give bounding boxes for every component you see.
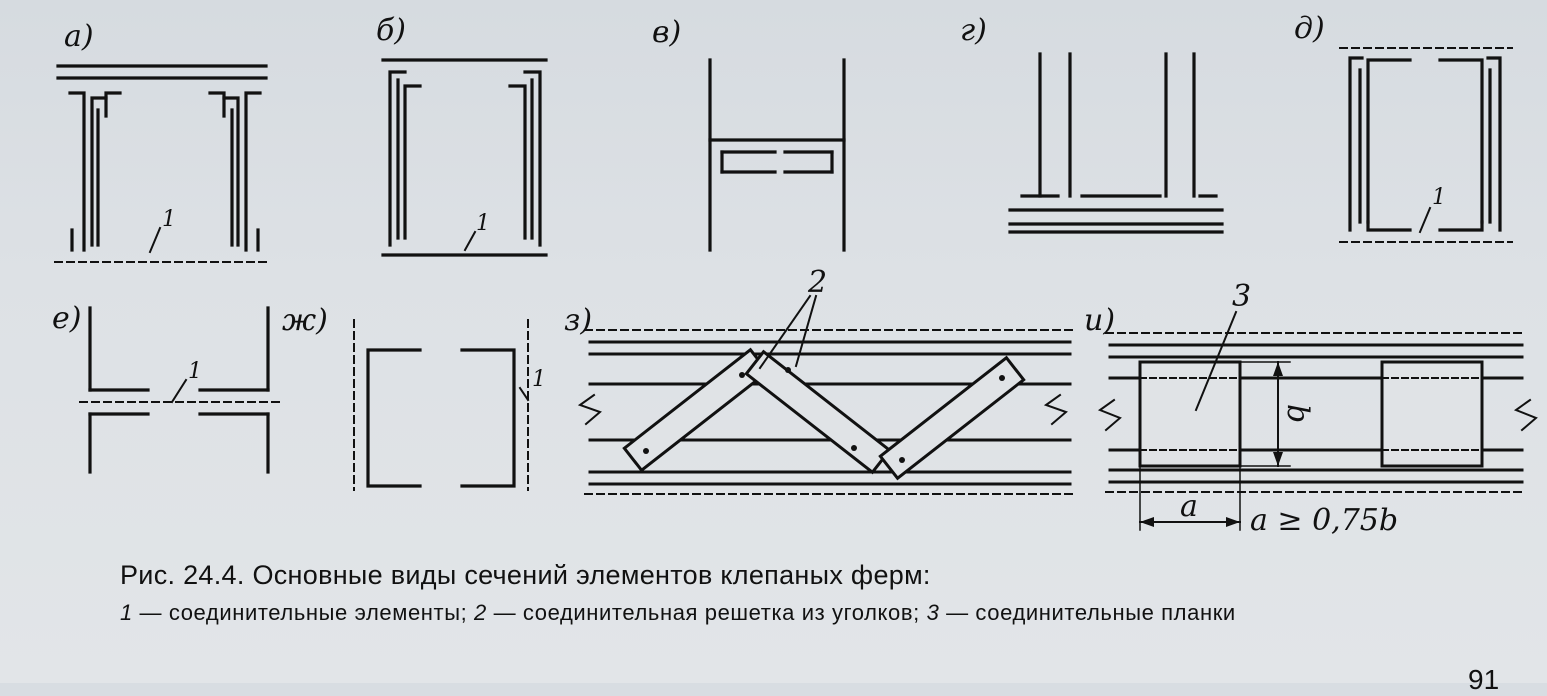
- callout-1-zh: 1: [532, 367, 546, 392]
- label-v: в): [652, 15, 681, 50]
- dim-a: a: [1180, 489, 1198, 524]
- label-zh: ж): [282, 303, 328, 338]
- label-b: б): [376, 13, 406, 48]
- section-a: [56, 64, 268, 252]
- dim-b: b: [1280, 404, 1315, 423]
- dim-condition: a ≥ 0,75b: [1250, 503, 1398, 538]
- legend-num-3: 3: [926, 600, 940, 625]
- label-e: е): [52, 301, 81, 336]
- page-number: 91: [1468, 664, 1500, 695]
- legend-text-1: — соединительные элементы;: [132, 600, 475, 625]
- label-z: з): [564, 303, 592, 338]
- section-z: [577, 294, 1076, 495]
- dimension-labels: b a a ≥ 0,75b: [1180, 404, 1398, 538]
- callout-1-e: 1: [188, 359, 202, 384]
- legend-text-2: — соединительная решетка из уголков;: [486, 600, 927, 625]
- callout-numbers: 1 1 1 1 1 2 3: [162, 185, 1446, 392]
- section-labels: а) б) в) г) д) е) ж) з) и): [52, 11, 1325, 338]
- section-zh: [366, 348, 516, 488]
- label-i: и): [1084, 303, 1115, 338]
- legend-num-1: 1: [120, 600, 133, 625]
- section-d: [1348, 56, 1502, 232]
- callout-1-b: 1: [476, 211, 490, 236]
- label-g: г): [960, 13, 987, 48]
- callout-2: 2: [807, 265, 827, 300]
- caption-title: Рис. 24.4. Основные виды сечений элемент…: [120, 560, 931, 590]
- section-i: [1097, 310, 1538, 531]
- caption-legend: 1 — соединительные элементы; 2 — соедини…: [120, 599, 1520, 627]
- label-d: д): [1294, 11, 1325, 46]
- callout-3: 3: [1232, 279, 1251, 314]
- section-e: [88, 306, 270, 474]
- label-a: а): [64, 19, 94, 54]
- truss-sections-figure: а) б) в) г) д) е) ж) з) и) 1 1 1 1 1 2 3…: [52, 11, 1538, 538]
- section-b: [381, 58, 548, 257]
- legend-num-2: 2: [474, 600, 487, 625]
- legend-text-3: — соединительные планки: [939, 600, 1236, 625]
- callout-1-d: 1: [1432, 185, 1446, 210]
- section-v: [708, 58, 846, 252]
- callout-1-a: 1: [162, 207, 176, 232]
- figure-caption: Рис. 24.4. Основные виды сечений элемент…: [120, 560, 1520, 627]
- section-g: [1008, 52, 1224, 234]
